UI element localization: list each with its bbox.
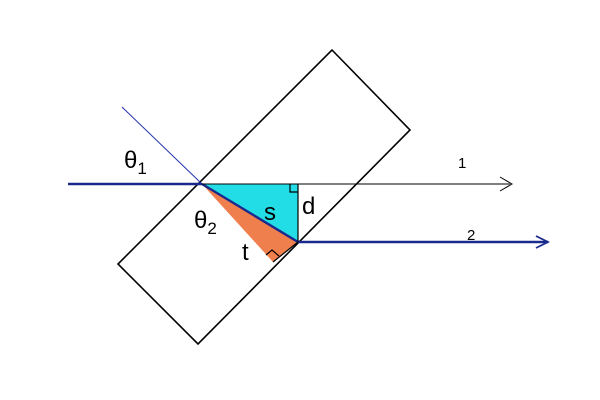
right-angle-d — [289, 184, 298, 193]
s-label: s — [264, 199, 276, 226]
ray2-label: 2 — [467, 227, 475, 244]
glass-plate — [116, 48, 412, 346]
triangle-t — [202, 184, 298, 262]
theta2-label: θ2 — [194, 207, 217, 238]
right-angle-t — [265, 249, 280, 257]
segment-t — [272, 241, 299, 263]
theta1-label: θ1 — [124, 147, 147, 178]
ray1-label: 1 — [458, 155, 466, 172]
d-label: d — [302, 193, 315, 220]
ray1-arrowhead — [499, 176, 513, 192]
t-label: t — [242, 239, 249, 266]
normal-line — [121, 106, 203, 185]
ray2-arrowhead — [535, 235, 551, 249]
refracted-ray — [201, 182, 299, 244]
